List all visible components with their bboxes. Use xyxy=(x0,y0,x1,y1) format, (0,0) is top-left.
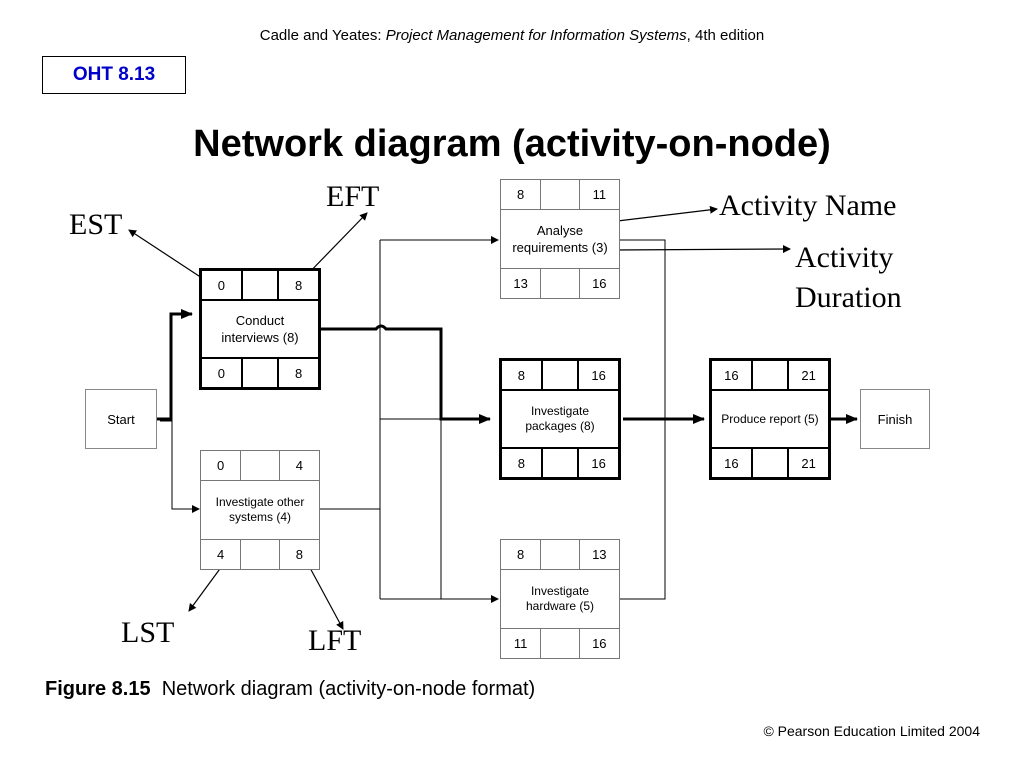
node-investigate-packages: 8 16 Investigate packages (8) 8 16 xyxy=(499,358,621,480)
activity-name: Produce report (5) xyxy=(721,411,819,426)
legend-lst: LST xyxy=(121,616,175,649)
blank-cell xyxy=(540,269,580,298)
header: Cadle and Yeates: Project Management for… xyxy=(0,27,1024,44)
est-value: 16 xyxy=(724,367,739,383)
activity-name: Investigate hardware (5) xyxy=(525,584,595,613)
blank-cell xyxy=(540,449,580,477)
legend-activity-name: Activity Name xyxy=(719,189,897,222)
legend-arrow-est xyxy=(128,229,206,281)
edge-conduct-packages xyxy=(320,324,491,424)
blank-cell xyxy=(750,449,790,477)
eft-value: 16 xyxy=(591,367,606,383)
node-bottom-row: 16 21 xyxy=(712,447,828,477)
est-value: 8 xyxy=(517,367,525,383)
node-investigate-hardware: 8 13 Investigate hardware (5) 11 16 xyxy=(500,539,620,659)
est-value: 8 xyxy=(517,547,525,562)
eft-value: 4 xyxy=(295,458,303,473)
node-top-row: 0 8 xyxy=(202,271,318,301)
legend-eft: EFT xyxy=(326,180,380,213)
page-title: Network diagram (activity-on-node) xyxy=(193,123,831,165)
node-bottom-row: 0 8 xyxy=(202,357,318,387)
eft-value: 8 xyxy=(295,277,303,293)
eft-value: 11 xyxy=(592,187,607,202)
legend-arrow-lft xyxy=(308,565,344,630)
lft-value: 16 xyxy=(591,455,606,471)
lst-value: 8 xyxy=(517,455,525,471)
blank-cell xyxy=(240,271,280,299)
lft-value: 8 xyxy=(295,547,303,562)
header-book-title: Project Management for Information Syste… xyxy=(385,27,687,44)
node-investigate-other-systems: 0 4 Investigate other systems (4) 4 8 xyxy=(200,450,320,570)
activity-name: Investigate other systems (4) xyxy=(215,495,305,524)
copyright: © Pearson Education Limited 2004 xyxy=(763,723,980,739)
header-edition: , 4th edition xyxy=(686,27,765,44)
est-value: 0 xyxy=(217,458,225,473)
node-finish: Finish xyxy=(860,389,930,449)
legend-lft: LFT xyxy=(308,624,362,657)
lft-value: 8 xyxy=(295,365,303,381)
node-top-row: 16 21 xyxy=(712,361,828,391)
node-finish-label: Finish xyxy=(877,411,913,427)
blank-cell xyxy=(540,540,580,569)
lft-value: 16 xyxy=(592,276,607,291)
activity-name: Investigate packages (8) xyxy=(525,404,595,433)
blank-cell xyxy=(540,629,580,658)
node-start-label: Start xyxy=(107,411,135,427)
lft-value: 16 xyxy=(592,636,607,651)
node-produce-report: 16 21 Produce report (5) 16 21 xyxy=(709,358,831,480)
node-start: Start xyxy=(85,389,157,449)
activity-name: Conduct interviews (8) xyxy=(221,313,299,345)
lft-value: 21 xyxy=(801,455,816,471)
node-bottom-row: 4 8 xyxy=(201,539,319,569)
legend-activity-duration-line1: Activity xyxy=(795,241,894,274)
header-authors: Cadle and Yeates: xyxy=(259,27,386,44)
node-top-row: 0 4 xyxy=(201,451,319,481)
est-value: 8 xyxy=(517,187,525,202)
eft-value: 21 xyxy=(801,367,816,383)
lst-value: 13 xyxy=(513,276,528,291)
node-bottom-row: 8 16 xyxy=(502,447,618,477)
edge-start-other xyxy=(160,420,200,513)
est-value: 0 xyxy=(217,277,225,293)
eft-value: 13 xyxy=(592,547,607,562)
blank-cell xyxy=(540,361,580,389)
node-top-row: 8 13 xyxy=(501,540,619,570)
figure-caption: Figure 8.15 Network diagram (activity-on… xyxy=(45,678,535,701)
node-analyse-requirements: 8 11 Analyse requirements (3) 13 16 xyxy=(500,179,620,299)
blank-cell xyxy=(240,451,280,480)
node-top-row: 8 16 xyxy=(502,361,618,391)
node-bottom-row: 13 16 xyxy=(501,268,619,298)
lst-value: 16 xyxy=(724,455,739,471)
node-top-row: 8 11 xyxy=(501,180,619,210)
lst-value: 4 xyxy=(217,547,225,562)
node-bottom-row: 11 16 xyxy=(501,628,619,658)
lst-value: 11 xyxy=(513,636,528,651)
oht-label: OHT 8.13 xyxy=(42,56,186,94)
blank-cell xyxy=(540,180,580,209)
lst-value: 0 xyxy=(217,365,225,381)
blank-cell xyxy=(750,361,790,389)
blank-cell xyxy=(240,540,280,569)
figure-caption-label: Figure 8.15 xyxy=(45,678,151,700)
figure-caption-text: Network diagram (activity-on-node format… xyxy=(161,678,536,700)
legend-est: EST xyxy=(69,208,123,241)
edge-start-conduct xyxy=(157,309,193,421)
activity-name: Analyse requirements (3) xyxy=(512,223,608,255)
node-conduct-interviews: 0 8 Conduct interviews (8) 0 8 xyxy=(199,268,321,390)
legend-arrow-activity-duration xyxy=(611,245,791,254)
blank-cell xyxy=(240,359,280,387)
legend-activity-duration-line2: Duration xyxy=(795,281,902,314)
legend-arrow-lst xyxy=(188,565,223,612)
